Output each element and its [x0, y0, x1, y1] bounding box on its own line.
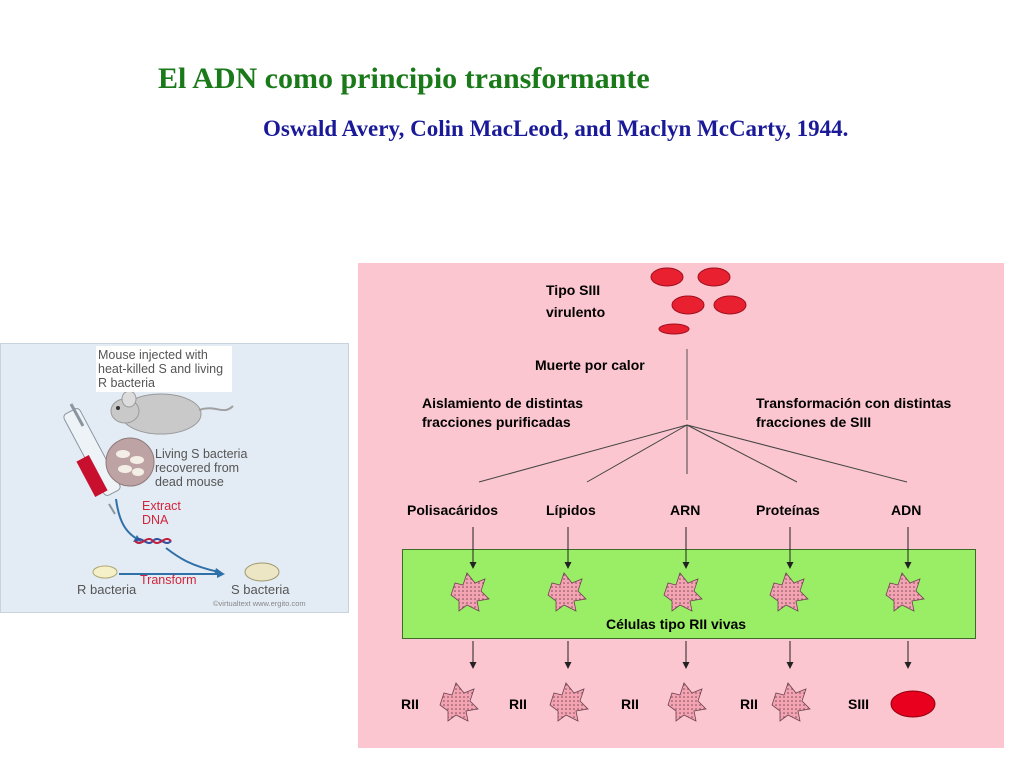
rough-cells-group — [439, 572, 936, 722]
mouse-experiment-illustration — [63, 390, 280, 582]
fraction-label: Lípidos — [546, 502, 596, 518]
arrow-head — [682, 662, 690, 669]
arrow-head — [682, 562, 690, 569]
mouse-experiment-panel: Mouse injected with heat-killed S and li… — [0, 343, 349, 613]
rough-cell-icon — [667, 682, 707, 722]
fraction-label: ARN — [670, 502, 701, 518]
transformacion-label: Transformación con distintas fracciones … — [756, 395, 952, 430]
fraction-label: Proteínas — [756, 502, 820, 518]
arrow-head — [904, 562, 912, 569]
rough-cell-icon — [769, 572, 809, 612]
virulent-siii-cells — [650, 267, 747, 335]
extract-dna-label: Extract DNA — [142, 499, 181, 527]
fractionation-diagram: Tipo SIII virulento Muerte por calor Ais… — [358, 263, 1004, 748]
page-title: El ADN como principio transformante — [158, 62, 650, 95]
arrow-head — [564, 662, 572, 669]
r-bacterium-icon — [92, 565, 118, 579]
arrows-group — [469, 527, 912, 669]
arrow-head — [786, 662, 794, 669]
syringe-icon — [63, 403, 121, 515]
living-s-label: Living S bacteria recovered from dead mo… — [155, 447, 248, 489]
aislamiento-label: Aislamiento de distintas fracciones puri… — [422, 395, 584, 430]
mouse-icon — [110, 390, 234, 435]
rough-cell-icon — [439, 682, 479, 722]
rough-cell-icon — [771, 682, 811, 722]
arrow-head — [469, 662, 477, 669]
credit-text: ©virtualtext www.ergito.com — [213, 599, 306, 608]
magnified-bacteria-icon — [105, 437, 155, 487]
transform-label: Transform — [140, 573, 197, 587]
r-bacteria-label: R bacteria — [77, 582, 137, 597]
mouse-caption: Mouse injected with heat-killed S and li… — [96, 346, 232, 392]
tipo-siii-label: Tipo SIII — [546, 282, 601, 298]
result-label: SIII — [848, 696, 870, 712]
result-label: RII — [740, 696, 758, 712]
rough-cell-icon — [549, 682, 589, 722]
arrow-head — [469, 562, 477, 569]
fraction-label: ADN — [891, 502, 922, 518]
s-bacteria-label: S bacteria — [231, 582, 290, 597]
result-label: RII — [401, 696, 419, 712]
result-label: RII — [509, 696, 527, 712]
arrow-head — [904, 662, 912, 669]
rough-cell-icon — [663, 572, 703, 612]
dna-helix-icon — [134, 538, 172, 544]
fractionation-lines — [478, 267, 908, 483]
s-bacterium-icon — [244, 562, 280, 582]
arrow-head — [786, 562, 794, 569]
result-label: RII — [621, 696, 639, 712]
rough-cell-icon — [885, 572, 925, 612]
virulento-label: virulento — [546, 304, 606, 320]
cells-layer — [439, 527, 936, 722]
page-subtitle: Oswald Avery, Colin MacLeod, and Maclyn … — [263, 116, 849, 141]
arrow-head — [564, 562, 572, 569]
rough-cell-icon — [547, 572, 587, 612]
fraction-label: Polisacáridos — [407, 502, 499, 518]
muerte-label: Muerte por calor — [535, 357, 645, 373]
virulent-siii-cell-icon — [890, 690, 936, 718]
rough-cell-icon — [450, 572, 490, 612]
celulas-label: Células tipo RII vivas — [606, 616, 747, 632]
